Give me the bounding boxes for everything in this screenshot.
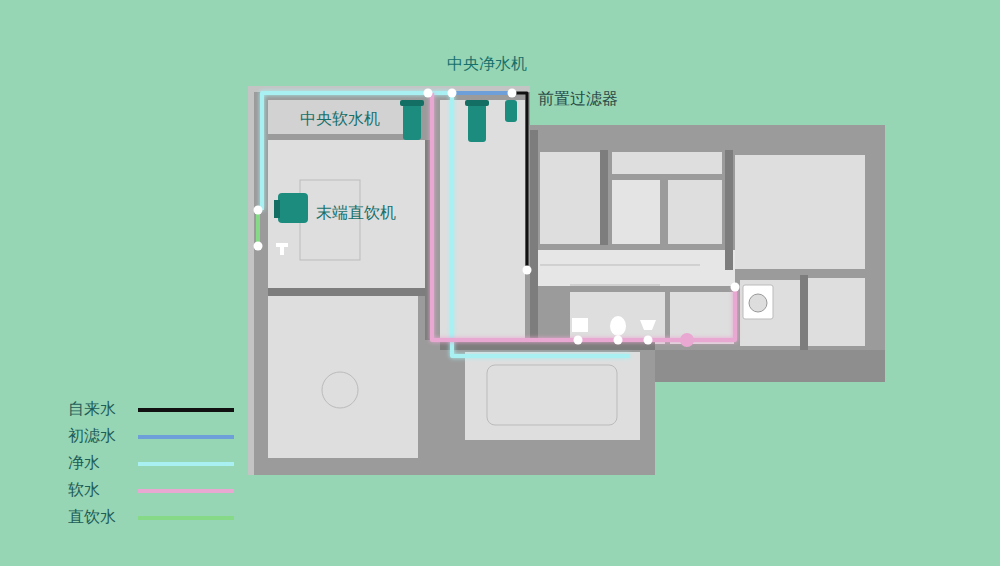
legend-swatch (136, 486, 236, 496)
legend-text: 直饮水 (68, 507, 136, 528)
legend-text: 软水 (68, 480, 136, 501)
legend-row: 直饮水 (68, 507, 236, 528)
legend-row: 自来水 (68, 399, 236, 420)
legend-text: 净水 (68, 453, 136, 474)
legend-text: 初滤水 (68, 426, 136, 447)
house-outline (248, 86, 885, 475)
pipes (254, 89, 740, 357)
legend-swatch (136, 432, 236, 442)
equipment-label: 中央软水机 (300, 109, 380, 129)
equipment-label: 前置过滤器 (538, 89, 618, 109)
equipment-label: 中央净水机 (447, 54, 527, 74)
legend-swatch (136, 405, 236, 415)
legend-swatch (136, 459, 236, 469)
legend-text: 自来水 (68, 399, 136, 420)
equipment (274, 100, 773, 336)
legend-row: 净水 (68, 453, 236, 474)
legend-row: 初滤水 (68, 426, 236, 447)
legend-swatch (136, 513, 236, 523)
equipment-label: 末端直饮机 (316, 203, 396, 223)
rooms (268, 100, 865, 458)
legend-row: 软水 (68, 480, 236, 501)
